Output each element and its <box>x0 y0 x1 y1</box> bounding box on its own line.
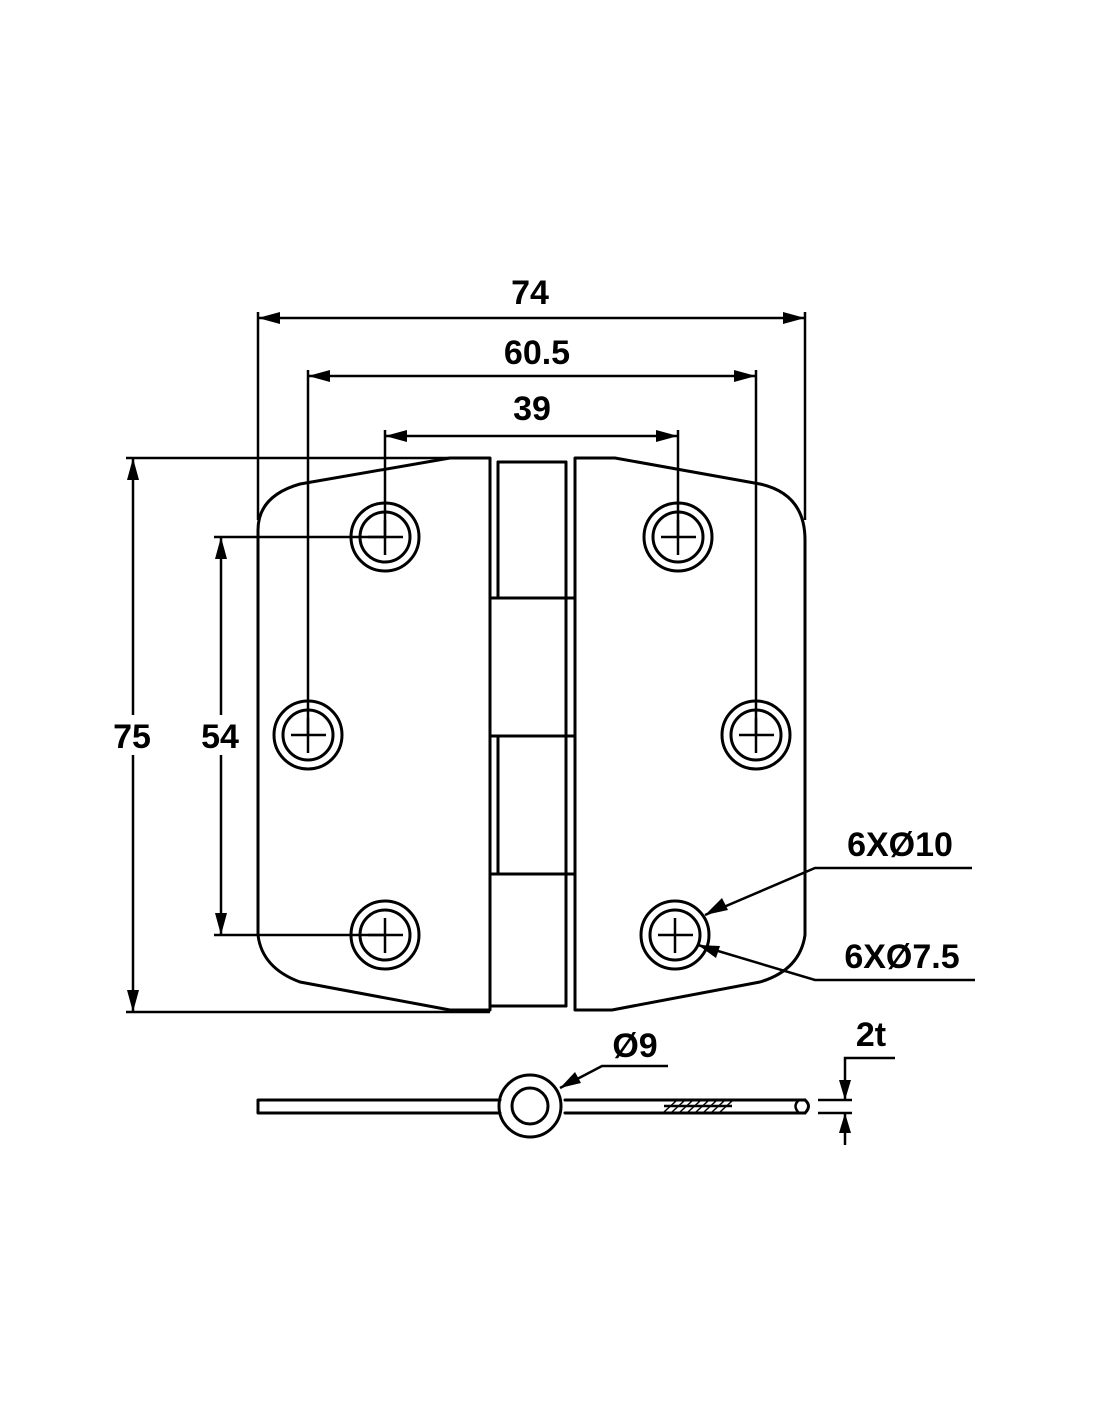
callout-label-knuckle: Ø9 <box>612 1027 657 1065</box>
knuckle-inner-ring <box>510 1086 550 1126</box>
dimension-overall-height: 75 <box>102 456 490 1014</box>
dimension-label-overall-height: 75 <box>113 718 151 756</box>
callout-label-counterbore: 6XØ10 <box>847 826 953 864</box>
callout-label-hole: 6XØ7.5 <box>844 938 959 976</box>
callout-counterbore-diameter: 6XØ10 <box>704 826 972 917</box>
right-leaf-outline <box>573 456 807 1012</box>
dimension-label-outer-hole-spacing: 60.5 <box>504 334 570 372</box>
section-hatch <box>663 1100 733 1113</box>
dimension-overall-width: 74 <box>256 274 807 520</box>
callout-knuckle-diameter: Ø9 <box>559 1027 668 1090</box>
dimension-inner-hole-spacing: 39 <box>383 390 680 537</box>
screw-hole <box>639 899 711 971</box>
dimension-vertical-hole-spacing: 54 <box>192 535 385 937</box>
hinge-plan-view <box>256 456 807 1012</box>
hinge-section-view <box>256 1073 810 1139</box>
dimension-label-overall-width: 74 <box>511 274 549 312</box>
dimension-outer-hole-spacing: 60.5 <box>306 334 758 735</box>
knuckle-barrel <box>488 460 577 1008</box>
dimension-label-inner-hole-spacing: 39 <box>513 390 551 428</box>
dimension-thickness: 2t <box>818 1016 895 1145</box>
dimension-label-thickness: 2t <box>856 1016 886 1054</box>
dimension-label-vertical-hole-spacing: 54 <box>201 718 239 756</box>
callout-hole-diameter: 6XØ7.5 <box>697 938 975 982</box>
knuckle-outer-ring <box>497 1073 563 1139</box>
